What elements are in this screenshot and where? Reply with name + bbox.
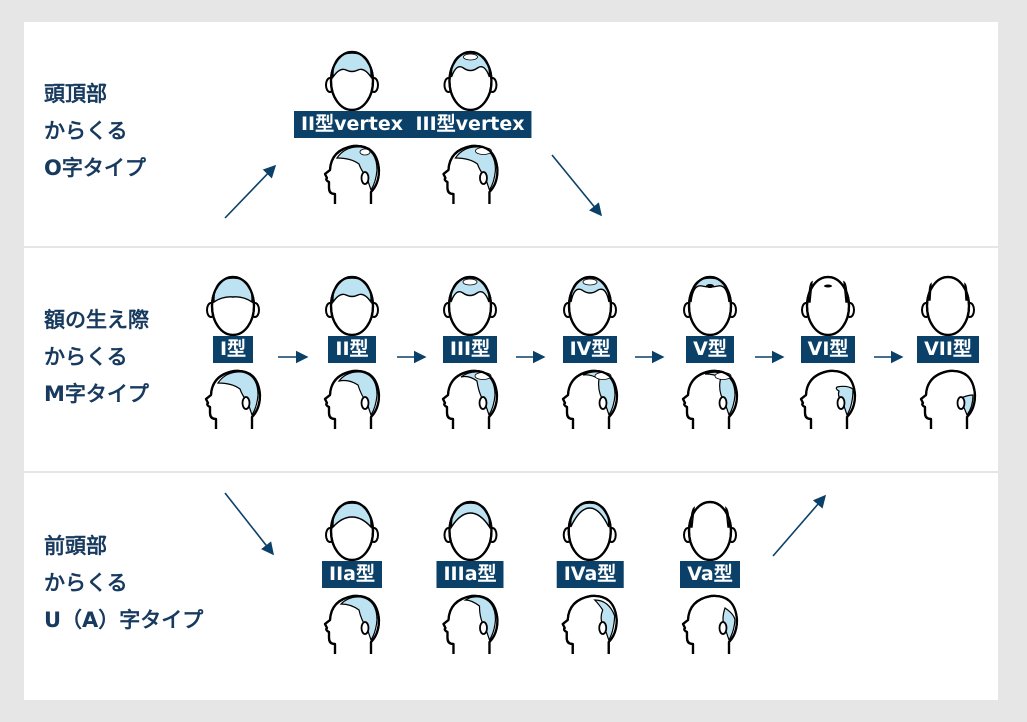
type-label: II型vertex: [293, 111, 411, 138]
hair-loss-type-a: IVa型: [556, 497, 624, 658]
type-label: III型vertex: [408, 111, 532, 138]
front-head-icon: [442, 50, 497, 112]
hair-loss-type-m: III型: [439, 272, 501, 433]
hair-loss-type-vertex: III型vertex: [408, 47, 532, 208]
hair-loss-type-a: IIIa型: [436, 497, 504, 658]
side-head-icon: [323, 144, 381, 204]
arrow-down-right: [224, 492, 274, 556]
type-label: Va型: [680, 561, 740, 588]
hair-loss-type-vertex: II型vertex: [293, 47, 411, 208]
side-head-icon: [441, 369, 499, 429]
side-head-icon: [561, 594, 619, 654]
label-line: 額の生え際: [44, 308, 149, 332]
front-head-icon: [683, 500, 737, 562]
front-head-icon: [324, 50, 379, 112]
type-label: VI型: [800, 336, 856, 363]
label-line: 前頭部: [44, 534, 107, 558]
divider: [24, 246, 998, 248]
label-line: M字タイプ: [44, 382, 149, 406]
front-head-icon: [921, 275, 975, 337]
hair-loss-type-m: II型: [321, 272, 383, 433]
label-line: U（A）字タイプ: [44, 608, 204, 632]
hair-loss-type-m: V型: [679, 272, 741, 433]
row-label-m: 額の生え際 からくる M字タイプ: [44, 302, 149, 413]
side-head-icon: [919, 369, 977, 429]
hair-loss-type-m: VII型: [917, 272, 979, 433]
side-head-icon: [561, 369, 619, 429]
type-label: IIa型: [322, 561, 382, 588]
type-label: I型: [212, 336, 254, 363]
type-label: III型: [442, 336, 498, 363]
front-head-icon: [325, 500, 379, 562]
arrow-up-right: [224, 164, 277, 219]
side-head-icon: [441, 594, 499, 654]
front-head-icon: [443, 275, 497, 337]
divider: [24, 471, 998, 473]
side-head-icon: [323, 369, 381, 429]
arrow-up-right: [772, 494, 827, 557]
front-head-icon: [325, 275, 379, 337]
label-line: からくる: [44, 345, 128, 369]
hair-loss-type-a: IIa型: [321, 497, 383, 658]
side-head-icon: [323, 594, 381, 654]
row-label-a: 前頭部 からくる U（A）字タイプ: [44, 528, 203, 639]
side-head-icon: [681, 594, 739, 654]
type-label: IV型: [562, 336, 618, 363]
type-label: II型: [328, 336, 376, 363]
front-head-icon: [206, 275, 260, 337]
type-label: V型: [686, 336, 734, 363]
side-head-icon: [204, 369, 262, 429]
type-label: IIIa型: [436, 561, 504, 588]
arrow-down-right: [551, 154, 603, 217]
front-head-icon: [563, 500, 617, 562]
front-head-icon: [443, 500, 497, 562]
front-head-icon: [683, 275, 737, 337]
row-label-vertex: 頭頂部 からくる O字タイプ: [44, 76, 146, 187]
front-head-icon: [563, 275, 617, 337]
hair-loss-type-a: Va型: [679, 497, 741, 658]
label-line: からくる: [44, 119, 128, 143]
hair-loss-type-m: VI型: [797, 272, 859, 433]
type-label: VII型: [917, 336, 979, 363]
type-label: IVa型: [556, 561, 624, 588]
side-head-icon: [799, 369, 857, 429]
hair-loss-type-m: IV型: [559, 272, 621, 433]
side-head-icon: [681, 369, 739, 429]
front-head-icon: [801, 275, 855, 337]
label-line: O字タイプ: [44, 156, 146, 180]
label-line: 頭頂部: [44, 82, 107, 106]
side-head-icon: [441, 144, 499, 204]
label-line: からくる: [44, 571, 128, 595]
hair-loss-type-m: I型: [202, 272, 264, 433]
